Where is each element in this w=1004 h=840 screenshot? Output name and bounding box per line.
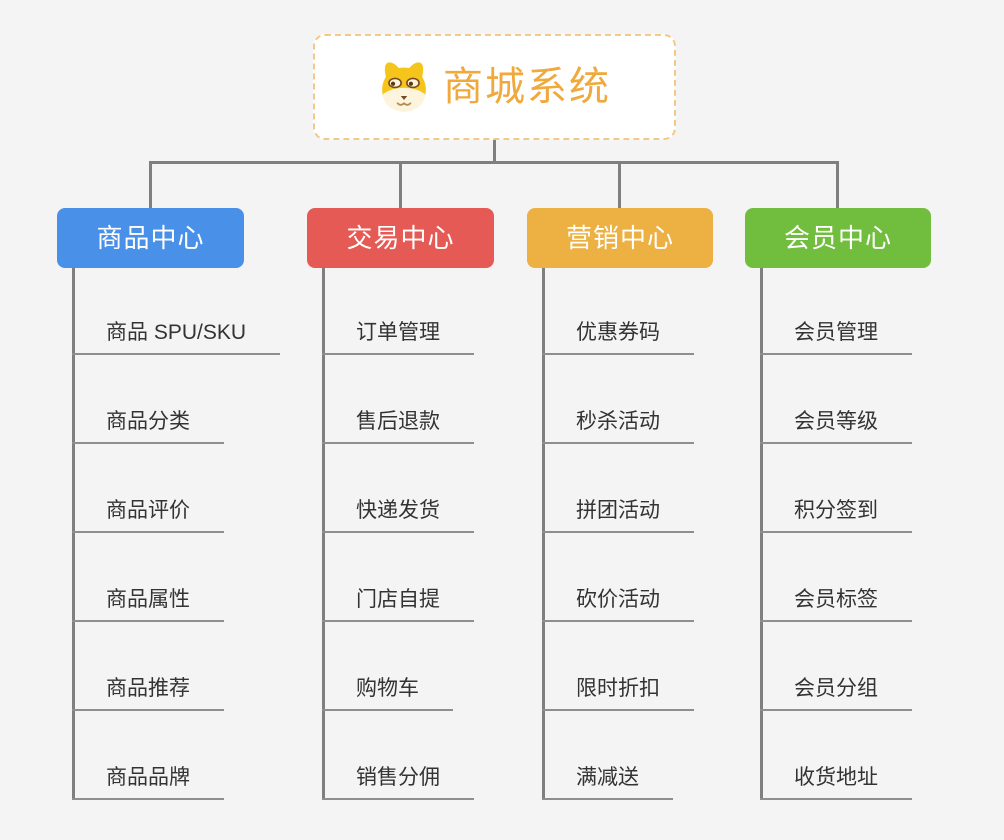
connector-drop-product: [149, 161, 152, 208]
sub-item[interactable]: 商品评价: [72, 499, 224, 533]
sub-item[interactable]: 优惠券码: [542, 321, 694, 355]
sub-item[interactable]: 满减送: [542, 766, 673, 800]
branch-header-member[interactable]: 会员中心: [745, 208, 931, 268]
connector-column-line: [542, 268, 545, 800]
connector-column-line: [322, 268, 325, 800]
sub-item[interactable]: 门店自提: [322, 588, 474, 622]
branch-header-product[interactable]: 商品中心: [57, 208, 244, 268]
branch-header-trade[interactable]: 交易中心: [307, 208, 494, 268]
branch-member-center: 会员中心 会员管理 会员等级 积分签到 会员标签 会员分组 收货地址: [745, 208, 931, 808]
connector-column-line: [72, 268, 75, 800]
branch-product-center: 商品中心 商品 SPU/SKU 商品分类 商品评价 商品属性 商品推荐 商品品牌: [57, 208, 281, 808]
sub-item[interactable]: 购物车: [322, 677, 453, 711]
sub-item[interactable]: 商品属性: [72, 588, 224, 622]
sub-item[interactable]: 积分签到: [760, 499, 912, 533]
sub-item[interactable]: 商品品牌: [72, 766, 224, 800]
sub-item[interactable]: 商品分类: [72, 410, 224, 444]
sub-item[interactable]: 会员管理: [760, 321, 912, 355]
sub-item[interactable]: 会员标签: [760, 588, 912, 622]
sub-item[interactable]: 砍价活动: [542, 588, 694, 622]
connector-branch-bar: [149, 161, 839, 164]
root-node[interactable]: 商城系统: [313, 34, 676, 140]
connector-drop-marketing: [618, 161, 621, 208]
sub-item[interactable]: 商品推荐: [72, 677, 224, 711]
sub-item[interactable]: 秒杀活动: [542, 410, 694, 444]
connector-root-stem: [493, 140, 496, 162]
branch-trade-center: 交易中心 订单管理 售后退款 快递发货 门店自提 购物车 销售分佣: [307, 208, 494, 808]
sub-item[interactable]: 会员分组: [760, 677, 912, 711]
sub-item[interactable]: 拼团活动: [542, 499, 694, 533]
sub-item[interactable]: 限时折扣: [542, 677, 694, 711]
sub-item[interactable]: 收货地址: [760, 766, 912, 800]
sub-item[interactable]: 销售分佣: [322, 766, 474, 800]
connector-drop-trade: [399, 161, 402, 208]
branch-marketing-center: 营销中心 优惠券码 秒杀活动 拼团活动 砍价活动 限时折扣 满减送: [527, 208, 713, 808]
sub-item[interactable]: 快递发货: [322, 499, 474, 533]
sub-item[interactable]: 订单管理: [322, 321, 474, 355]
root-title: 商城系统: [443, 65, 611, 109]
sub-item[interactable]: 会员等级: [760, 410, 912, 444]
sub-item[interactable]: 售后退款: [322, 410, 474, 444]
dog-face-icon: [382, 62, 426, 112]
connector-drop-member: [836, 161, 839, 208]
branch-header-marketing[interactable]: 营销中心: [527, 208, 713, 268]
connector-column-line: [760, 268, 763, 800]
sub-item[interactable]: 商品 SPU/SKU: [72, 321, 281, 355]
